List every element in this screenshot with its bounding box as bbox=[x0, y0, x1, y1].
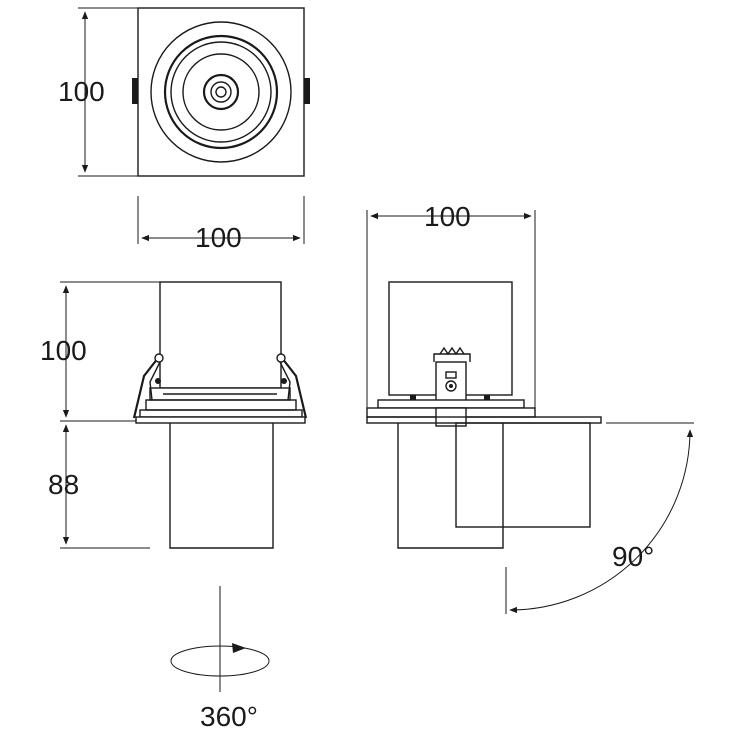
top-view-inner-ring bbox=[170, 41, 272, 143]
top-view-reflector-ring bbox=[182, 53, 260, 131]
side-view-plate bbox=[377, 399, 525, 409]
rotation-ellipse bbox=[170, 645, 270, 677]
top-view-trim-ring bbox=[163, 34, 279, 150]
rotation-arrow-icon bbox=[232, 643, 246, 653]
front-view-lower-body bbox=[169, 423, 274, 549]
front-view-flange bbox=[135, 416, 306, 424]
side-view-tilted-body bbox=[455, 422, 591, 528]
top-view: 100 100 bbox=[58, 7, 310, 253]
front-view-left-spring bbox=[132, 357, 159, 419]
rotation-symbol: 360° bbox=[170, 586, 270, 732]
front-view-right-spring bbox=[281, 357, 308, 419]
side-view-lower-body bbox=[397, 423, 504, 549]
front-below-label: 88 bbox=[48, 469, 79, 500]
top-view-lens-ring bbox=[202, 73, 240, 111]
top-width-label: 100 bbox=[195, 222, 242, 253]
front-view-housing bbox=[159, 281, 282, 389]
top-view-right-clip bbox=[304, 78, 310, 104]
front-view: 100 88 bbox=[40, 281, 308, 549]
front-above-label: 100 bbox=[40, 335, 87, 366]
rotation-angle-label: 360° bbox=[200, 701, 258, 732]
top-height-label: 100 bbox=[58, 76, 105, 107]
side-width-label: 100 bbox=[424, 201, 471, 232]
top-view-led bbox=[215, 86, 227, 98]
side-view: 100 90° bbox=[366, 201, 694, 614]
tilt-angle-label: 90° bbox=[612, 541, 654, 572]
top-view-outer-ring bbox=[150, 21, 292, 163]
top-view-lens bbox=[210, 81, 232, 103]
tilt-angle-arc bbox=[509, 429, 694, 614]
top-view-left-clip bbox=[132, 78, 138, 104]
top-view-frame bbox=[137, 7, 305, 177]
